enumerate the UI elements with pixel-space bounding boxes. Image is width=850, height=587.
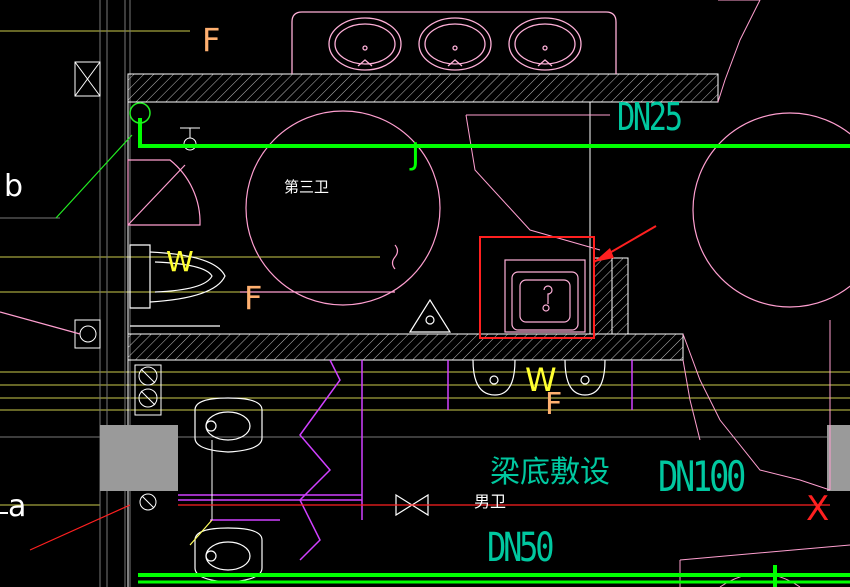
walls [127, 73, 719, 587]
axis-label-b: b [4, 169, 24, 204]
note-beam-bottom-laying: 梁底敷设 [490, 455, 610, 490]
label-f-low: F [545, 387, 563, 422]
male-restroom-fixtures [194, 359, 606, 583]
label-w-right: W [525, 361, 557, 399]
room-name-male-restroom: 男卫 [474, 492, 507, 511]
stall-partitions [178, 359, 633, 561]
label-dn100: DN100 [658, 452, 746, 501]
toilet-third [129, 244, 452, 333]
drain-lines [0, 134, 830, 551]
label-dn25: DN25 [617, 95, 683, 139]
label-j-pipe: J [411, 137, 420, 172]
wash-basins [291, 11, 617, 74]
water-supply-pipes [129, 102, 850, 587]
label-f-top: F [202, 21, 221, 59]
label-w-left: W [166, 245, 194, 278]
label-dn50: DN50 [487, 525, 554, 571]
reference-lines [0, 30, 850, 506]
door-swings [127, 110, 850, 308]
pipe-risers [134, 127, 213, 520]
room-name-third-restroom: 第三卫 [284, 178, 330, 196]
structural-columns [74, 61, 850, 491]
highlighted-mop-sink [479, 225, 657, 339]
label-x-pipe: X [806, 489, 830, 529]
axis-label-a: a [8, 489, 27, 524]
label-f-mid: F [244, 279, 263, 317]
axis-dash-a [0, 512, 8, 514]
